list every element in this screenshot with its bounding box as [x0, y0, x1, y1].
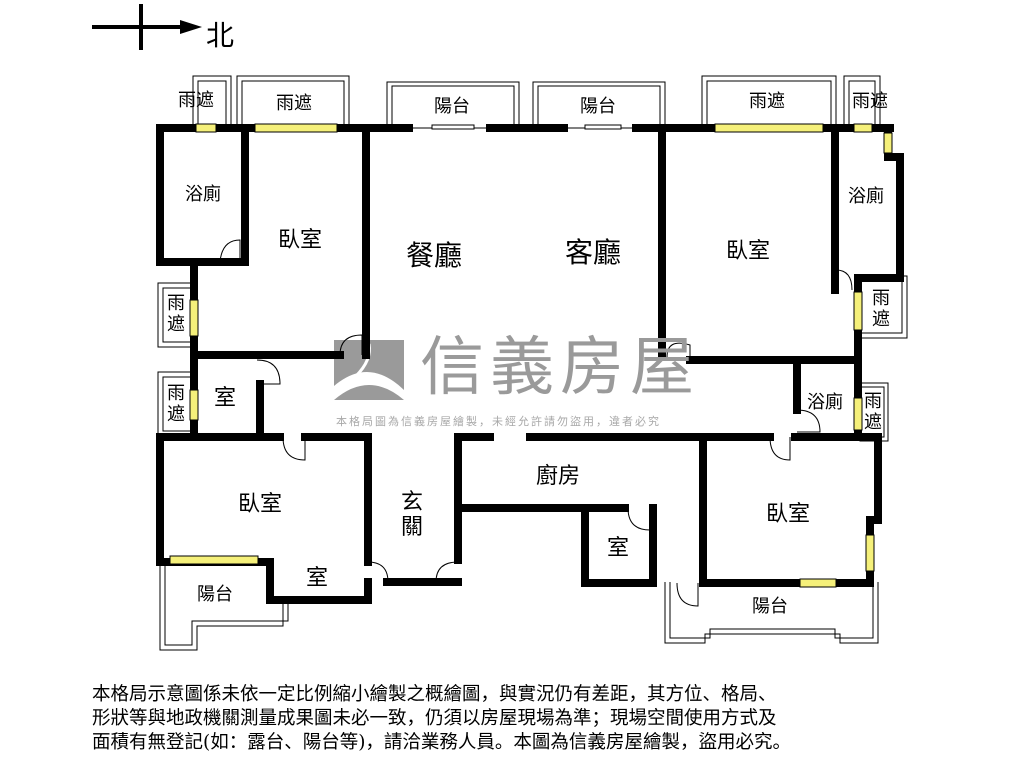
windows	[169, 123, 893, 588]
room-label-bedroom-se: 臥室	[766, 502, 811, 527]
room-label-bath-nw: 浴廁	[185, 184, 221, 205]
compass-north-label: 北	[206, 19, 235, 52]
disclaimer-line: 本格局示意圖係未依一定比例縮小繪製之概繪圖，與實況仍有差距，其方位、格局、	[92, 684, 777, 705]
canopy-label: 雨遮	[167, 383, 185, 425]
canopy-label: 雨遮	[852, 91, 888, 112]
room-label-storage-s: 室	[306, 566, 329, 591]
north-arrow-icon	[92, 4, 202, 50]
watermark-brand: 信義房屋	[420, 331, 700, 405]
room-label-living: 客廳	[565, 236, 622, 269]
disclaimer-line: 面積有無登記(如：露台、陽台等)，請洽業務人員。本圖為信義房屋繪製，盜用必究。	[92, 732, 791, 753]
balcony-label: 陽台	[580, 96, 616, 117]
disclaimer: 本格局示意圖係未依一定比例縮小繪製之概繪圖，與實況仍有差距，其方位、格局、 形狀…	[92, 683, 952, 755]
room-label-kitchen: 廚房	[536, 464, 581, 489]
room-label-entrance: 玄關	[401, 490, 424, 541]
room-label-storage-w: 室	[214, 386, 237, 411]
room-label-dining: 餐廳	[406, 239, 463, 272]
sliding-doors	[409, 124, 636, 130]
disclaimer-line: 形狀等與地政機關測量成果圖未必一致，仍須以房屋現場為準；現場空間使用方式及	[92, 708, 777, 729]
canopy-label: 雨遮	[276, 93, 312, 114]
balcony-label: 陽台	[197, 584, 233, 605]
canopy-label: 雨遮	[872, 288, 890, 330]
balcony-label: 陽台	[752, 596, 788, 617]
balcony-label: 陽台	[434, 96, 470, 117]
room-label-bedroom-nw: 臥室	[278, 228, 323, 253]
canopy-label: 雨遮	[178, 90, 214, 111]
room-label-bath-e: 浴廁	[807, 392, 843, 413]
canopy-label: 雨遮	[749, 91, 785, 112]
watermark-subtitle: 本格局圖為信義房屋繪製，未經允許請勿盜用，違者必究	[336, 415, 661, 428]
room-label-bedroom-ne: 臥室	[726, 239, 771, 264]
door-swings	[219, 239, 853, 607]
room-label-bedroom-sw: 臥室	[238, 492, 283, 517]
room-label-storage-kitchen: 室	[607, 536, 630, 561]
room-label-bath-ne: 浴廁	[848, 186, 884, 207]
canopy-label: 雨遮	[167, 293, 185, 335]
canopy-label: 雨遮	[864, 391, 882, 433]
